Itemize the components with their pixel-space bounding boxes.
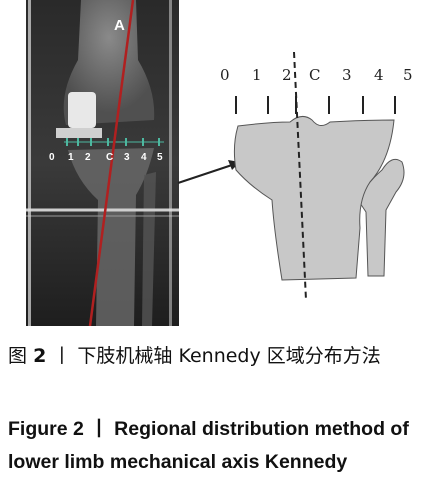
diagram-zone-4: 4 [374, 66, 384, 84]
xray-zone-3: 3 [124, 152, 130, 163]
implant-block [68, 92, 96, 128]
xray-zone-0: 0 [49, 152, 55, 163]
caption-cn-number: 2 [33, 345, 47, 367]
xray-zone-5: 5 [157, 152, 163, 163]
view-label: A [114, 17, 125, 34]
xray-zone-2: 2 [85, 152, 91, 163]
zone-ticks [235, 96, 396, 114]
caption-cn-prefix: 图 [8, 345, 28, 367]
diagram-zone-3: 3 [342, 66, 352, 84]
xray-zone-1: 1 [68, 152, 74, 163]
tibia-shape [233, 116, 395, 281]
xray-zone-c: C [106, 152, 113, 163]
mechanical-axis-line [88, 0, 135, 326]
diagram-zone-c: C [309, 66, 320, 84]
caption-cn-text: 下肢机械轴 Kennedy 区域分布方法 [77, 345, 381, 367]
dashed-axis-line [293, 51, 307, 301]
diagram-zone-1: 1 [252, 66, 262, 84]
english-caption: Figure 2 丨 Regional distribution method … [8, 418, 409, 473]
caption-cn-separator: 丨 [52, 345, 72, 367]
diagram-zone-0: 0 [220, 66, 230, 84]
kennedy-zone-diagram: 0 1 2 C 3 4 5 [220, 51, 413, 301]
chinese-caption: 图 2 丨 下肢机械轴 Kennedy 区域分布方法 [8, 340, 423, 372]
xray-image: A 0 1 2 C 3 4 5 [26, 0, 179, 326]
diagram-zone-5: 5 [403, 66, 413, 84]
diagram-zone-2: 2 [282, 66, 292, 84]
xray-zone-4: 4 [141, 152, 147, 163]
